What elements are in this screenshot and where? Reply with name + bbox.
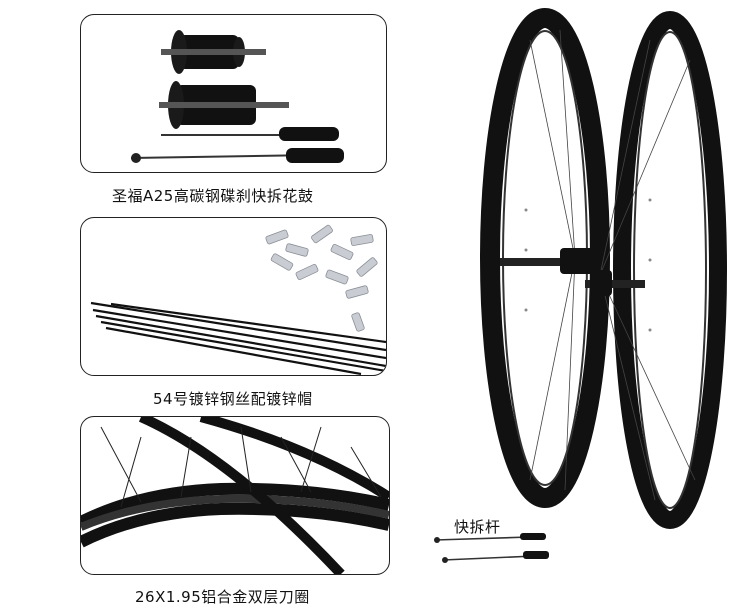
quick-release-icon [434,533,549,563]
hub-icon [130,30,344,163]
rim-photo-panel [80,416,390,575]
wheelset-photo [480,8,727,529]
spokes-caption: 54号镀锌钢丝配镀锌帽 [153,390,313,408]
rim-caption: 26X1.95铝合金双层刀圈 [135,588,310,606]
hub-photo-panel [80,14,387,173]
spokes-photo-panel [80,217,387,376]
quick-release-label: 快拆杆 [454,518,501,536]
spokes-icon [90,224,386,375]
rim-icon [81,417,389,574]
hub-caption: 圣福A25高碳钢碟刹快拆花鼓 [112,187,314,205]
